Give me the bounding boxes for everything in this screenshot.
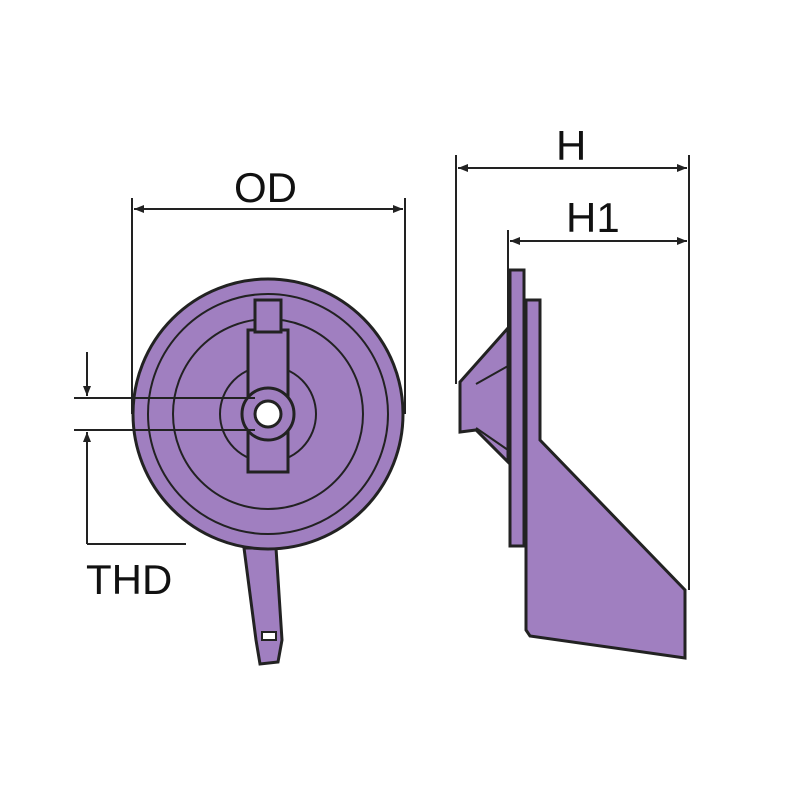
- label-h1: H1: [566, 194, 620, 241]
- top-tab: [253, 298, 283, 334]
- center-hole: [253, 399, 283, 429]
- strap-slot: [261, 631, 277, 641]
- inner-ring-1: [147, 293, 389, 535]
- label-h: H: [556, 122, 586, 169]
- label-thd: THD: [86, 556, 172, 603]
- dimension-h1: H1: [507, 194, 687, 330]
- front-view: [131, 277, 405, 666]
- cone-edge-2: [475, 427, 509, 451]
- front-strap: [242, 546, 284, 666]
- side-fin: [524, 298, 687, 660]
- cone-edge: [475, 365, 509, 385]
- side-flange: [508, 268, 526, 548]
- side-view: [458, 268, 687, 660]
- side-cone: [458, 324, 510, 466]
- dimension-od: OD: [131, 164, 406, 414]
- dimension-h: H: [455, 122, 690, 590]
- label-od: OD: [234, 164, 297, 211]
- dimension-thd: THD: [74, 352, 255, 603]
